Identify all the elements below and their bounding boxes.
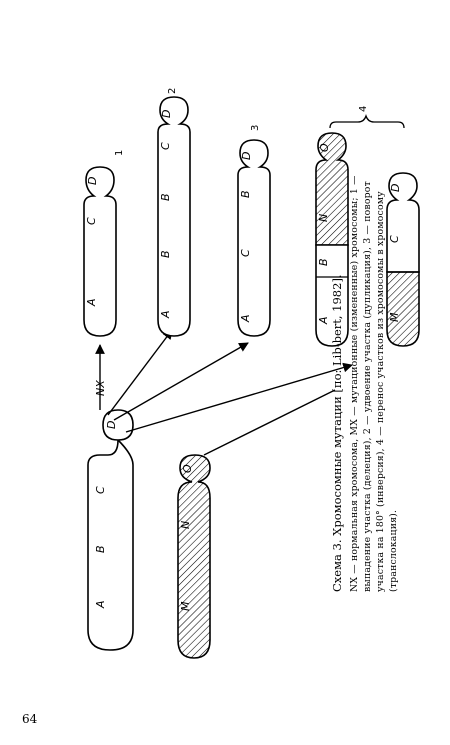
nx-gene-c: C xyxy=(94,486,107,494)
mutant-3-gene-d: D xyxy=(240,152,253,160)
mutant-1-gene-a: A xyxy=(85,298,98,307)
translocation-number: 4 xyxy=(358,106,369,112)
mutant-3-gene-c: C xyxy=(239,249,252,257)
mno-gene-o: O xyxy=(181,464,194,473)
mutation-arrows xyxy=(95,329,353,456)
mutant-4a-gene-a: A xyxy=(317,316,330,325)
chromosome-mutant-4a xyxy=(315,132,349,347)
mutant-4b-gene-c: C xyxy=(388,235,401,243)
mutant-4a-gene-o: O xyxy=(318,143,331,152)
mutant-2-gene-d: D xyxy=(160,110,173,118)
mutant-1-gene-d: D xyxy=(86,177,99,185)
chromosome-mutant-2 xyxy=(157,96,191,337)
chromosome-nx xyxy=(87,409,134,651)
mutant-4a-gene-b: B xyxy=(317,258,330,266)
mutant-4a-gene-n: N xyxy=(317,214,330,222)
mutant-2-gene-a: A xyxy=(159,310,172,319)
chromosome-mutant-4b xyxy=(386,172,420,347)
mutant-3-gene-a: A xyxy=(239,314,252,323)
nx-gene-b: B xyxy=(94,545,107,553)
caption-body: NX — нормальная хромосома, MX — мутацион… xyxy=(349,175,399,592)
mutant-4b-gene-d: D xyxy=(389,184,402,192)
chromosome-mutant-3 xyxy=(237,139,271,337)
mutant-3-gene-b: B xyxy=(239,190,252,198)
caption-title: Схема 3. Хромосомные мутации [по: Lib-be… xyxy=(330,274,344,592)
mutant-2-gene-b1: B xyxy=(159,250,172,258)
nx-gene-d: D xyxy=(105,421,118,429)
mutant-2-number: 2 xyxy=(167,88,178,94)
mno-gene-m: M xyxy=(179,601,192,611)
mutant-4b-gene-m: M xyxy=(388,312,401,322)
figure-caption: Схема 3. Хромосомные мутации [по: Lib-be… xyxy=(330,172,400,592)
mutant-2-gene-b2: B xyxy=(159,193,172,201)
page-number: 64 xyxy=(22,712,38,726)
translocation-bracket xyxy=(329,113,405,129)
chromosome-mutant-1 xyxy=(83,166,117,337)
nx-gene-a: A xyxy=(94,600,107,609)
mno-gene-n: N xyxy=(179,521,192,529)
mutant-1-gene-c: C xyxy=(85,217,98,225)
chromosome-mno xyxy=(177,454,211,659)
mutant-2-gene-c: C xyxy=(159,142,172,150)
mutant-3-number: 3 xyxy=(250,125,261,131)
mutant-1-number: 1 xyxy=(114,150,125,156)
